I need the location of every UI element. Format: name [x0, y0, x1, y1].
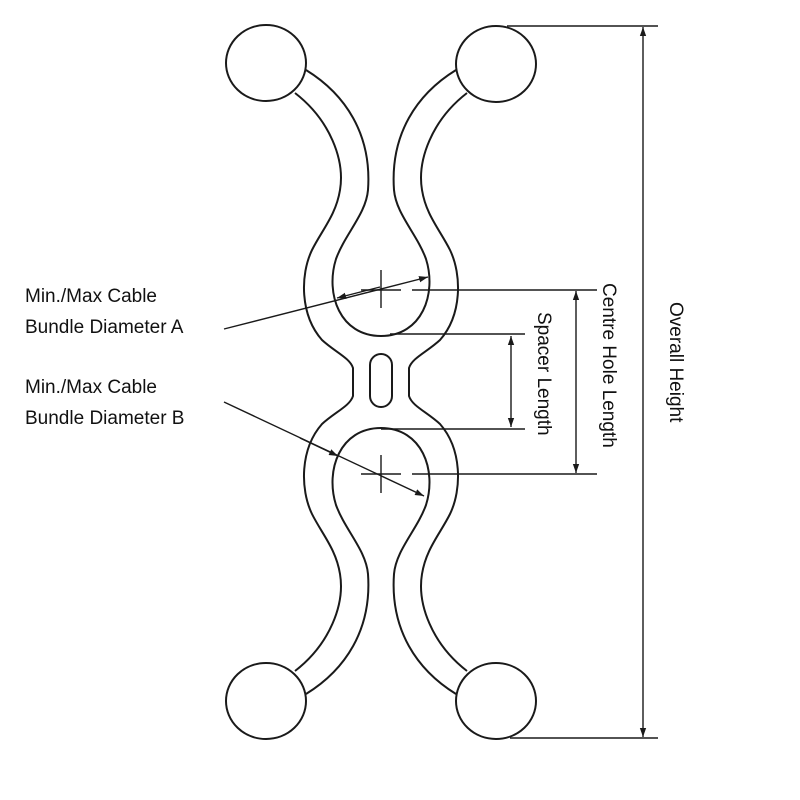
diameter-b-label-line2: Bundle Diameter B	[25, 408, 185, 429]
centre-slot	[369, 353, 393, 408]
overall-height-label: Overall Height	[665, 302, 686, 423]
ball-top-right	[455, 25, 537, 103]
centre-mark-upper	[361, 270, 597, 308]
diameter-b-leader	[223, 401, 425, 497]
spacer-length-label: Spacer Length	[533, 312, 554, 436]
centre-mark-lower	[361, 455, 597, 493]
diameter-a-label-line2: Bundle Diameter A	[25, 317, 184, 338]
diameter-b-label-line1: Min./Max Cable	[25, 377, 157, 398]
diameter-a-leader	[223, 276, 429, 330]
centre-hole-length-label: Centre Hole Length	[598, 283, 619, 448]
ball-bottom-right	[455, 662, 537, 740]
overall-height-dimension	[507, 25, 658, 739]
diameter-a-label-line1: Min./Max Cable	[25, 286, 157, 307]
spacer-length-dimension	[381, 333, 525, 430]
ball-bottom-left	[225, 662, 307, 740]
diameter-b-label: Min./Max Cable Bundle Diameter B	[25, 372, 184, 434]
spacer-outline	[294, 69, 468, 695]
diameter-a-label: Min./Max Cable Bundle Diameter A	[25, 281, 183, 343]
ball-top-left	[225, 24, 307, 102]
